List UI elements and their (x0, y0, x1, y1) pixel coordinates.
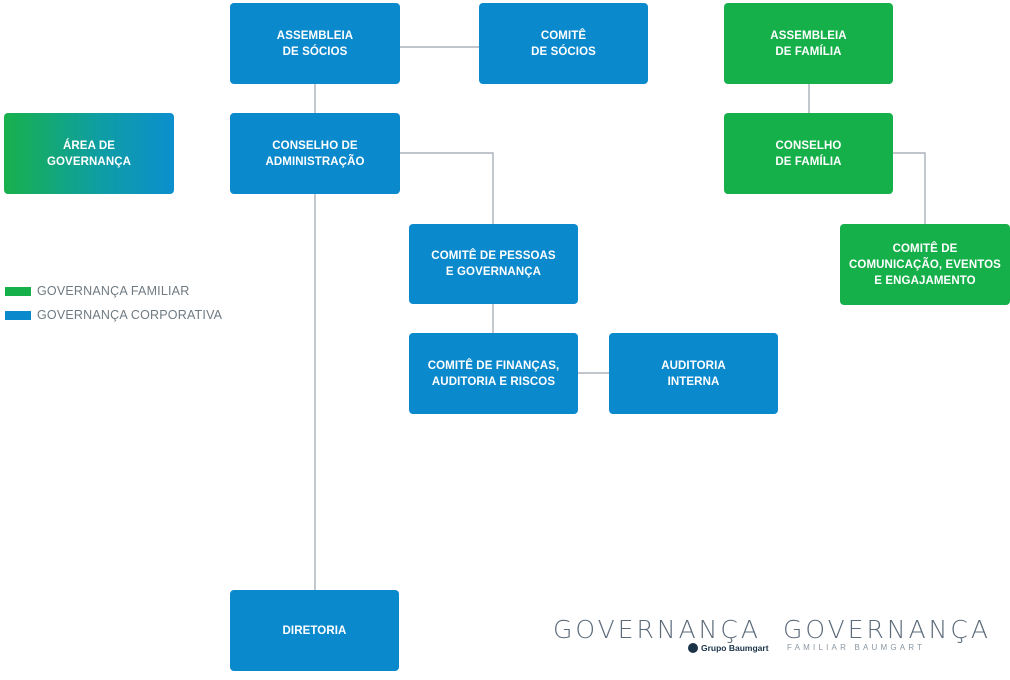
assembleia-familia-box: ASSEMBLEIA DE FAMÍLIA (724, 3, 893, 84)
logo-familiar-baumgart: FAMILIAR BAUMGART (787, 643, 926, 652)
logo-grupo-baumgart-text: Grupo Baumgart (701, 643, 769, 653)
logo-grupo-baumgart: Grupo Baumgart (688, 643, 769, 653)
legend-corporativa: GOVERNANÇA CORPORATIVA (5, 308, 222, 322)
logo-dot-icon (688, 643, 698, 653)
legend-label-corporativa: GOVERNANÇA CORPORATIVA (37, 308, 223, 322)
diretoria-box: DIRETORIA (230, 590, 399, 671)
area-governanca-box: ÁREA DE GOVERNANÇA (4, 113, 174, 194)
comite-financas-box: COMITÊ DE FINANÇAS, AUDITORIA E RISCOS (409, 333, 578, 414)
comite-comunicacao-box: COMITÊ DE COMUNICAÇÃO, EVENTOS E ENGAJAM… (840, 224, 1010, 305)
connector-conselho-familia-comite (893, 152, 926, 224)
auditoria-interna-box: AUDITORIA INTERNA (609, 333, 778, 414)
legend-swatch-blue (5, 310, 31, 320)
conselho-familia-box: CONSELHO DE FAMÍLIA (724, 113, 893, 194)
logo-governanca-familiar: GOVERNANÇA (783, 615, 991, 644)
logo-governanca-corporativa: GOVERNANÇA (553, 615, 761, 644)
assembleia-socios-box: ASSEMBLEIA DE SÓCIOS (230, 3, 400, 84)
comite-socios-box: COMITÊ DE SÓCIOS (479, 3, 648, 84)
legend-label-familiar: GOVERNANÇA FAMILIAR (37, 284, 190, 298)
comite-pessoas-box: COMITÊ DE PESSOAS E GOVERNANÇA (409, 224, 578, 304)
legend-familiar: GOVERNANÇA FAMILIAR (5, 284, 189, 298)
conselho-administracao-box: CONSELHO DE ADMINISTRAÇÃO (230, 113, 400, 194)
legend-swatch-green (5, 286, 31, 296)
connector-conselho-comite-pessoas (400, 152, 494, 224)
